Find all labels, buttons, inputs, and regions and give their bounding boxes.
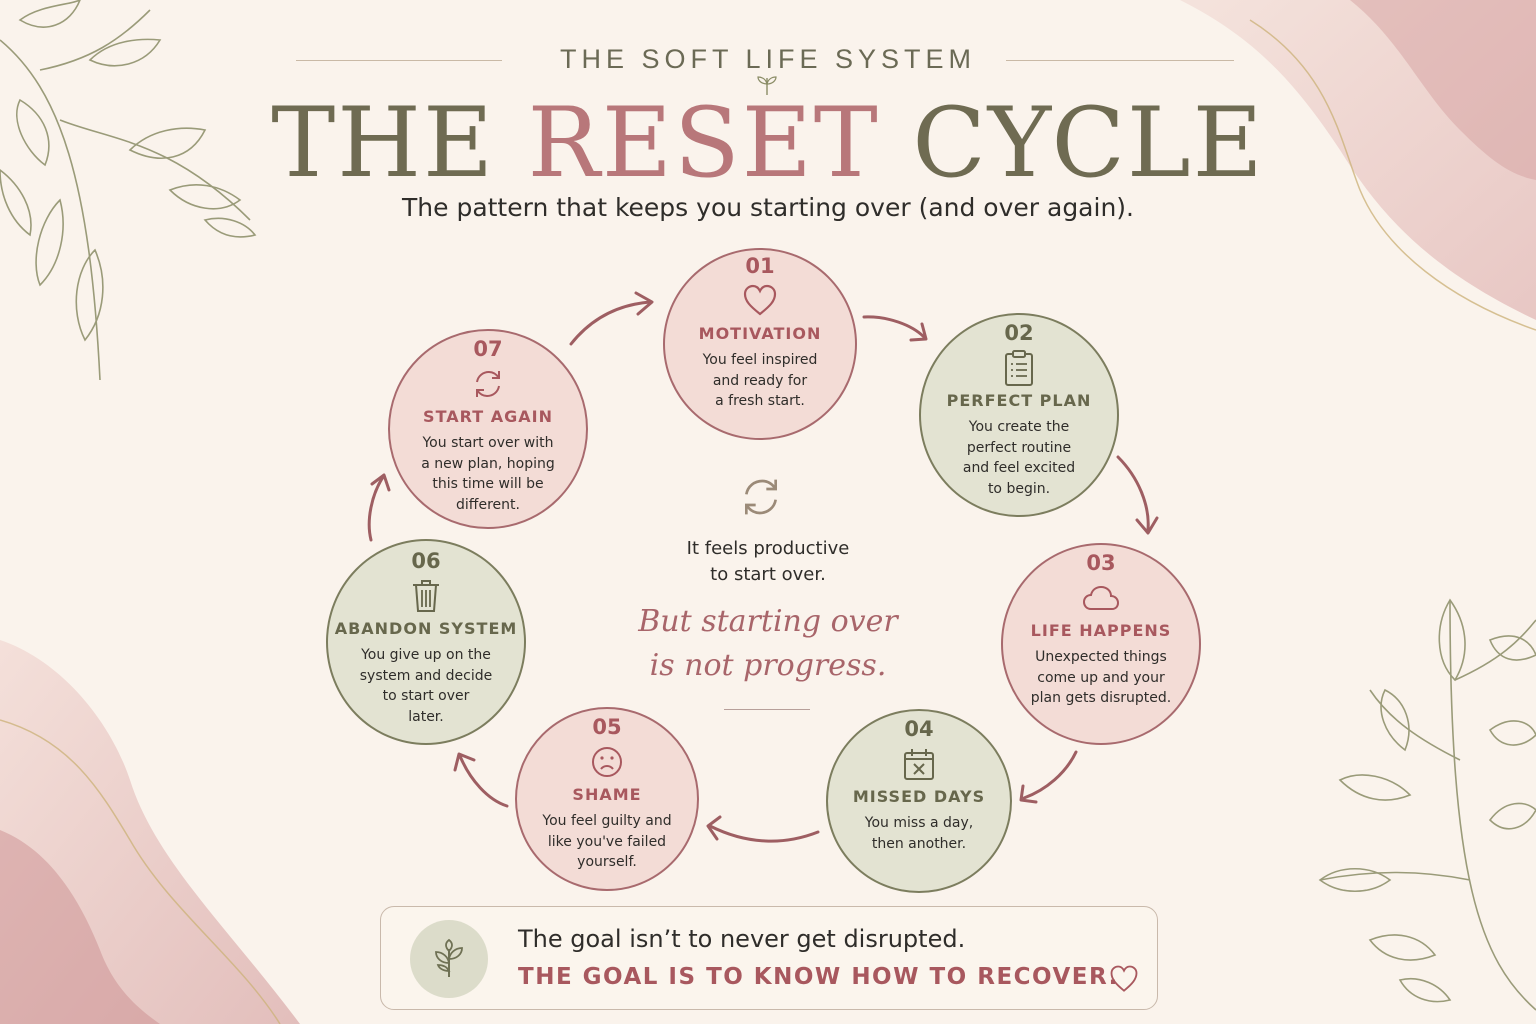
page-title: THE RESET CYCLE <box>0 88 1536 198</box>
cycle-node-06: 06 ABANDON SYSTEM You give up on the sys… <box>326 539 526 745</box>
kicker-rule-left <box>296 60 502 61</box>
calendar-x-icon <box>902 745 936 783</box>
center-script-text: But starting over is not progress. <box>638 604 898 683</box>
refresh-icon <box>470 365 506 403</box>
top-right-gold-line <box>1249 19 1536 331</box>
title-accent: RESET <box>527 87 880 199</box>
kicker-rule-right <box>1006 60 1234 61</box>
node-description: You give up on the system and decide to … <box>359 647 493 725</box>
center-rule <box>724 709 810 710</box>
cycle-node-05: 05 SHAME You feel guilty and like you've… <box>515 707 699 891</box>
bottom-right-leaves <box>1318 598 1536 1011</box>
node-label: MISSED DAYS <box>852 787 986 806</box>
sprout-icon <box>410 920 488 998</box>
arrow-heads <box>370 291 1159 841</box>
node-label: SHAME <box>572 785 642 804</box>
node-description: You start over with a new plan, hoping t… <box>421 435 555 513</box>
node-description: You feel inspired and ready for a fresh … <box>702 352 818 409</box>
heart-icon <box>742 282 778 320</box>
node-description: You feel guilty and like you've failed y… <box>542 813 672 870</box>
cycle-node-07: 07 START AGAIN You start over with a new… <box>388 329 588 529</box>
trash-icon <box>410 577 442 615</box>
callout-line-2: THE GOAL IS TO KNOW HOW TO RECOVER. <box>518 964 1119 990</box>
node-label: START AGAIN <box>423 407 553 426</box>
center-refresh-icon <box>745 479 777 515</box>
node-label: PERFECT PLAN <box>946 391 1092 410</box>
cycle-node-01: 01 MOTIVATION You feel inspired and read… <box>663 248 857 440</box>
subtitle: The pattern that keeps you starting over… <box>402 193 1134 222</box>
arrow-05-to-06 <box>458 754 509 808</box>
sad-face-icon <box>590 743 624 781</box>
top-right-wash-dark <box>1350 0 1536 180</box>
arrow-03-to-04 <box>1022 750 1078 800</box>
node-description: Unexpected things come up and your plan … <box>1030 649 1172 706</box>
arrow-02-to-03 <box>1116 455 1150 532</box>
callout-box: The goal isn’t to never get disrupted. T… <box>380 906 1158 1010</box>
node-number: 02 <box>1004 321 1034 345</box>
arrow-07-to-01 <box>569 300 652 346</box>
callout-line-1: The goal isn’t to never get disrupted. <box>518 925 966 953</box>
cycle-arrows <box>367 300 1150 843</box>
clipboard-icon <box>1003 349 1035 387</box>
arrow-06-to-07 <box>367 475 385 542</box>
center-text: It feels productive to start over. <box>686 538 850 585</box>
bottom-left-gold-line <box>0 719 281 1024</box>
node-number: 01 <box>745 254 775 278</box>
cloud-icon <box>1081 579 1121 617</box>
node-number: 04 <box>904 717 934 741</box>
node-number: 06 <box>411 549 441 573</box>
cycle-node-03: 03 LIFE HAPPENS Unexpected things come u… <box>1001 543 1201 745</box>
arrow-01-to-02 <box>862 315 926 339</box>
title-part-1: THE <box>271 87 528 199</box>
bottom-left-wash-dark <box>0 830 160 1024</box>
node-number: 07 <box>473 337 503 361</box>
cycle-node-04: 04 MISSED DAYS You miss a day, then anot… <box>826 709 1012 893</box>
title-part-2: CYCLE <box>879 87 1265 199</box>
node-description: You miss a day, then another. <box>864 815 974 852</box>
top-right-wash <box>1180 0 1536 320</box>
node-label: ABANDON SYSTEM <box>334 619 518 638</box>
sprig-icon <box>757 76 777 95</box>
top-left-leaves <box>0 0 257 381</box>
node-label: MOTIVATION <box>698 324 822 343</box>
node-number: 03 <box>1086 551 1116 575</box>
node-description: You create the perfect routine and feel … <box>962 419 1076 497</box>
node-number: 05 <box>592 715 622 739</box>
heart-outline-icon <box>1110 965 1138 992</box>
node-label: LIFE HAPPENS <box>1030 621 1172 640</box>
kicker: THE SOFT LIFE SYSTEM <box>559 44 977 74</box>
arrow-04-to-05 <box>708 824 820 843</box>
bottom-left-wash <box>0 640 300 1024</box>
cycle-node-02: 02 PERFECT PLAN You create the perfect r… <box>919 313 1119 517</box>
